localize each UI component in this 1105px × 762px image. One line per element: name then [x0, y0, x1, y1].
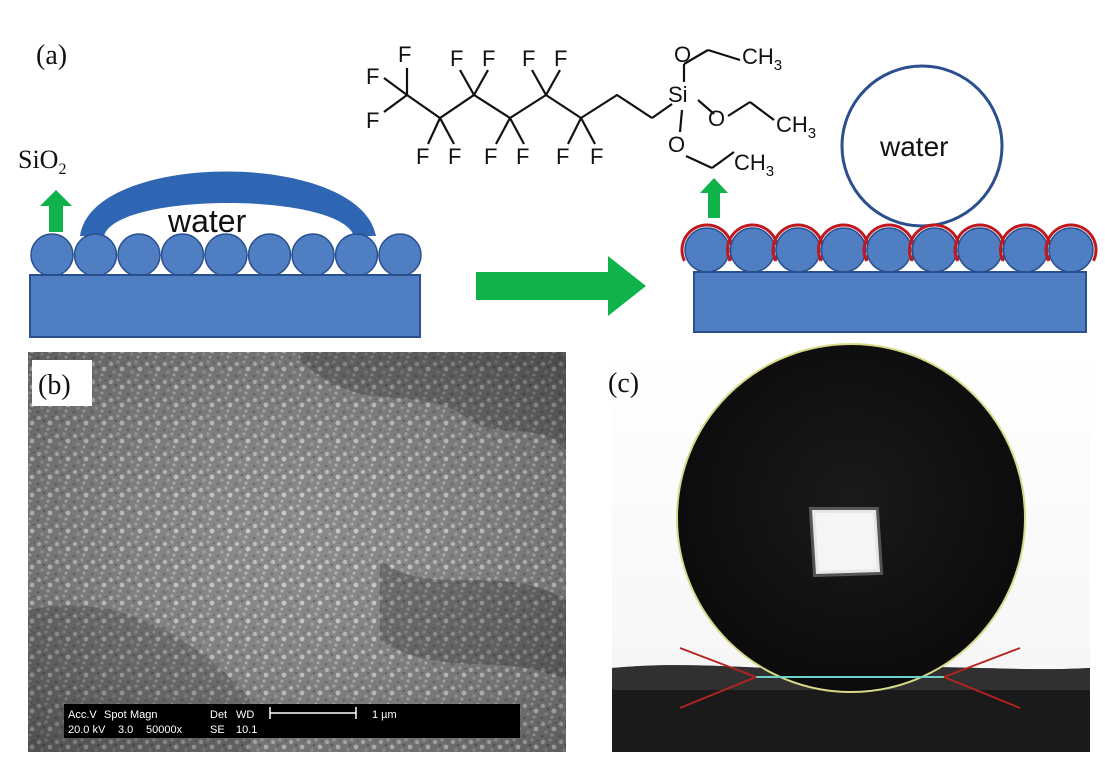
coated-silica-particle [1002, 227, 1049, 273]
silica-particle [204, 233, 248, 277]
coated-silica-particle [866, 227, 912, 273]
reaction-arrow-icon [476, 256, 646, 316]
atom-f: F [522, 46, 535, 71]
fas-coating [1044, 223, 1098, 262]
methyl-group: CH3 [776, 112, 816, 142]
sem-image: (b) Acc.V Spot Magn Det WD 20.0 kV 3.0 5… [28, 352, 566, 752]
silica-particle [117, 233, 161, 277]
sem-databar-row2: 20.0 kV 3.0 50000x SE 10.1 [68, 724, 257, 736]
atom-f: F [450, 46, 463, 71]
panel-label-b: (b) [38, 370, 71, 401]
atom-o: O [668, 132, 685, 157]
methyl-group: CH3 [742, 44, 782, 74]
atom-f: F [554, 46, 567, 71]
atom-f: F [366, 108, 379, 133]
svg-text:WD: WD [236, 709, 254, 721]
left-substrate-diagram: SiO2 water [18, 145, 422, 338]
fluorosilane-molecule: F F F F F F F F F F F F F Si O O O CH3 C… [366, 42, 816, 180]
silica-particle [30, 233, 74, 277]
atom-f: F [484, 144, 497, 169]
water-label-left: water [167, 203, 247, 239]
water-film-left [80, 171, 376, 236]
silica-particle [291, 233, 335, 277]
atom-f: F [482, 46, 495, 71]
sem-databar-row1: Acc.V Spot Magn Det WD [68, 709, 254, 721]
atom-f: F [398, 42, 411, 67]
methyl-group: CH3 [734, 150, 774, 180]
particle-row-right [680, 223, 1098, 273]
water-droplet-right [840, 64, 1004, 228]
svg-text:Acc.V: Acc.V [68, 709, 97, 721]
up-arrow-icon [700, 178, 728, 218]
svg-text:10.1: 10.1 [236, 724, 257, 736]
svg-text:Det: Det [210, 709, 227, 721]
coated-silica-particle [684, 227, 730, 273]
atom-f: F [448, 144, 461, 169]
droplet-highlight [812, 510, 880, 574]
svg-text:50000x: 50000x [146, 724, 183, 736]
atom-f: F [516, 144, 529, 169]
sem-scale-label: 1 µm [372, 709, 397, 721]
silica-particle [334, 233, 379, 277]
svg-text:Magn: Magn [130, 709, 158, 721]
atom-o: O [674, 42, 691, 67]
silica-particle [160, 233, 205, 277]
substrate-left [29, 274, 421, 338]
water-label-right: water [879, 131, 948, 162]
sio2-label: SiO2 [18, 145, 66, 178]
atom-si: Si [668, 82, 688, 107]
contact-angle-image: (c) [608, 343, 1090, 752]
coated-silica-particle [729, 227, 776, 273]
coated-silica-particle [775, 227, 821, 273]
svg-text:3.0: 3.0 [118, 724, 133, 736]
atom-f: F [556, 144, 569, 169]
substrate-right [693, 271, 1087, 333]
sem-databar [64, 704, 520, 738]
svg-text:SE: SE [210, 724, 225, 736]
atom-f: F [366, 64, 379, 89]
up-arrow-icon [40, 190, 72, 232]
atom-f: F [590, 144, 603, 169]
svg-text:Spot: Spot [104, 709, 127, 721]
coated-silica-particle [820, 227, 867, 273]
atom-f: F [416, 144, 429, 169]
sem-scale-bar [269, 707, 357, 719]
svg-text:20.0 kV: 20.0 kV [68, 724, 106, 736]
silica-particle [247, 233, 292, 277]
coated-silica-particle [911, 227, 958, 273]
panel-label-c: (c) [608, 368, 639, 399]
right-substrate-diagram: water [680, 64, 1098, 333]
coated-silica-particle [957, 227, 1003, 273]
silica-particle [73, 233, 118, 277]
atom-o: O [708, 106, 725, 131]
particle-row-left [30, 233, 422, 277]
panel-label-a: (a) [36, 40, 68, 71]
silica-particle [378, 233, 422, 277]
tangent-lines [679, 647, 1021, 709]
coated-silica-particle [1048, 227, 1094, 273]
